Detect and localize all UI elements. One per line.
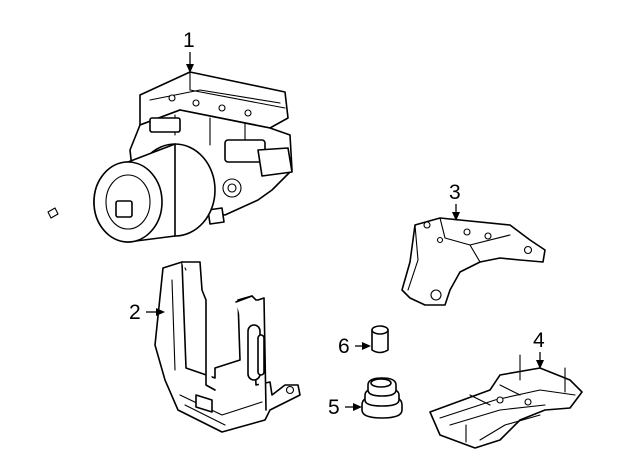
part-4-mounting-plate[interactable] — [429, 354, 583, 449]
part-2-lower-bracket[interactable] — [154, 261, 301, 433]
callout-5: 5 — [328, 396, 340, 419]
part-1-abs-modulator[interactable] — [47, 71, 293, 243]
part-3-upper-bracket[interactable] — [401, 217, 546, 306]
callout-4: 4 — [533, 329, 545, 352]
callout-2: 2 — [129, 301, 141, 324]
part-6-bushing[interactable] — [371, 325, 389, 354]
callout-1: 1 — [183, 29, 195, 52]
callout-3: 3 — [449, 181, 461, 204]
callout-6: 6 — [338, 335, 350, 358]
leader-lines — [146, 52, 544, 411]
part-5-grommet[interactable] — [361, 377, 403, 419]
